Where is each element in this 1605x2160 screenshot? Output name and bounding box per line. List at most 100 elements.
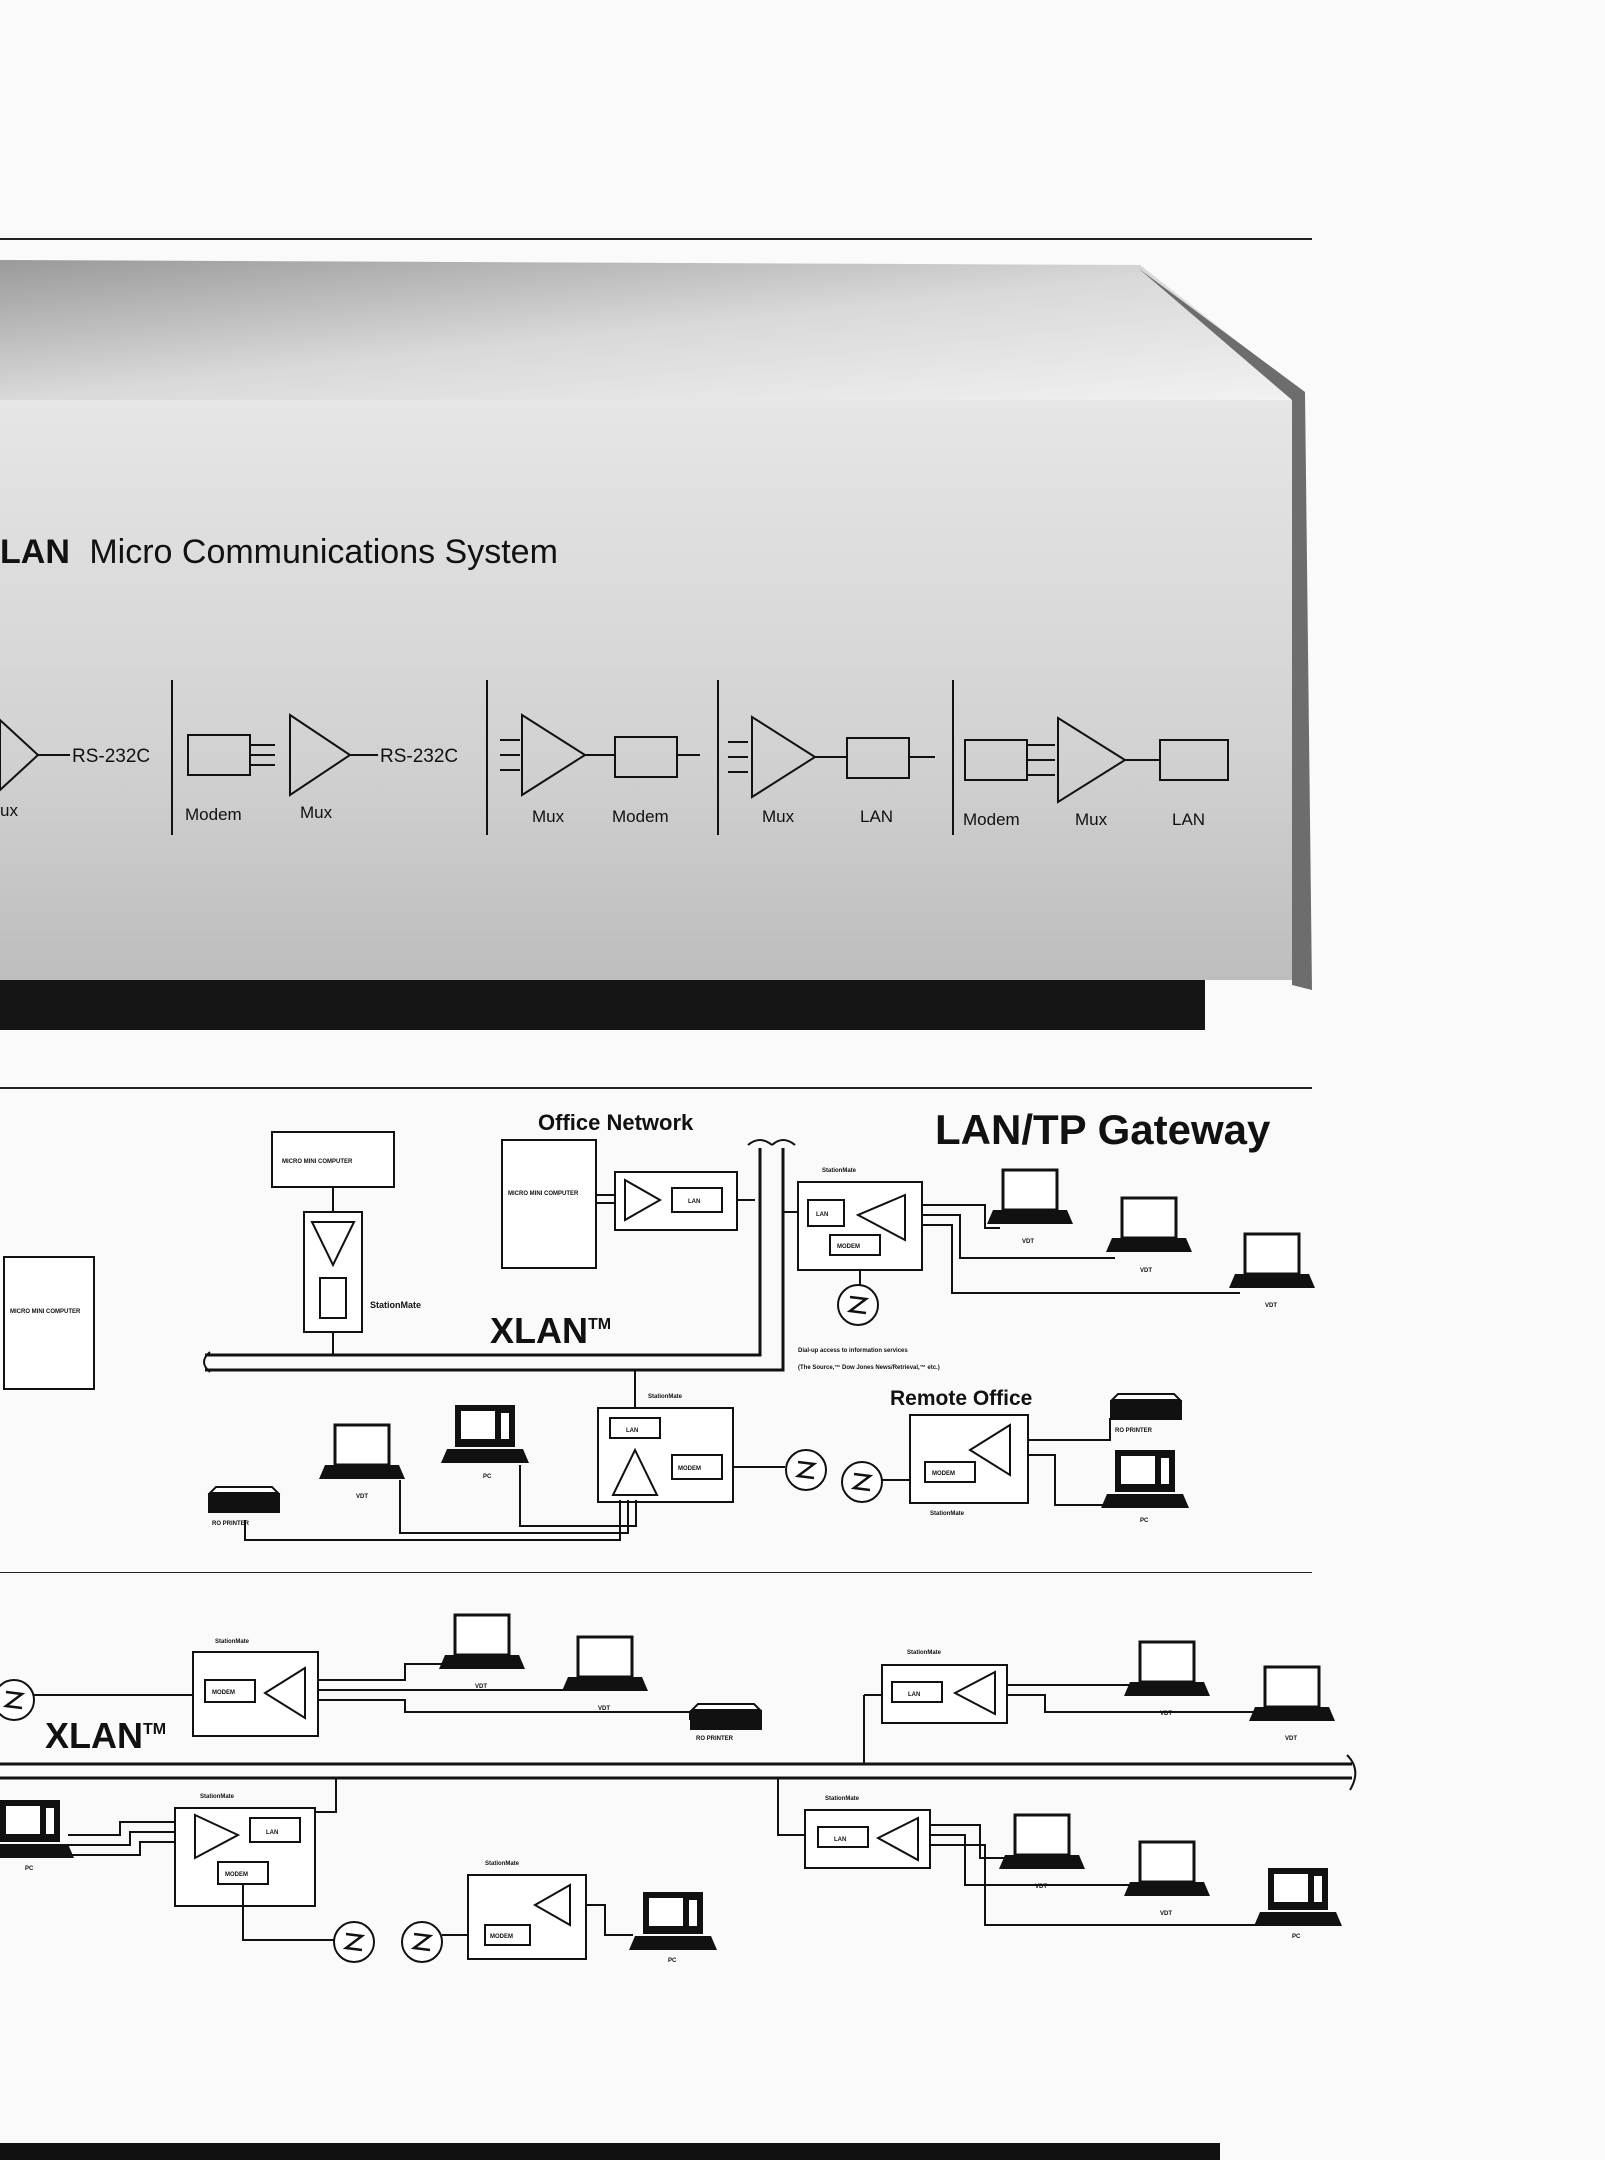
- gateway-xlan-label: XLANTM: [490, 1310, 611, 1351]
- bottom-pc-1: [0, 1800, 74, 1858]
- bottom-left-lightning: [0, 1678, 36, 1722]
- gateway-bottom-rule: [0, 1572, 1312, 1573]
- stationmate-vertical: [303, 1211, 363, 1333]
- bottom-vdt-5: [997, 1813, 1087, 1871]
- bottom-stationmate-4: [467, 1874, 587, 1960]
- bottom-vdt-1: [437, 1613, 527, 1671]
- panel-2: Mux Modem: [500, 713, 700, 826]
- bottom-stationmate-2: [881, 1664, 1008, 1724]
- office-micro-mini: [501, 1139, 597, 1269]
- remote-pc-label: PC: [1140, 1518, 1149, 1524]
- bottom-vdt-6-label: VDT: [1160, 1911, 1172, 1917]
- bottom-sm-5-lan: LAN: [834, 1837, 846, 1843]
- dialup-lightning: [836, 1283, 880, 1327]
- panel-0-link: RS-232C: [72, 746, 150, 767]
- gateway-vdt-1: [985, 1168, 1075, 1226]
- gateway-vdt-3-label: VDT: [1265, 1303, 1277, 1309]
- central-pc: [441, 1405, 529, 1463]
- left-micro-mini-label: MICRO MINI COMPUTER: [10, 1309, 81, 1315]
- xlan-bus-lower: [205, 1148, 785, 1372]
- panel-0: RS-232C ux: [0, 718, 150, 820]
- bottom-sm-5-label: StationMate: [825, 1796, 860, 1802]
- product-title-rest: Micro Communications System: [89, 533, 558, 571]
- micro-mini-top: [271, 1131, 395, 1188]
- panel-0-label-0: ux: [0, 801, 18, 820]
- panel-1-label-0: Modem: [185, 805, 242, 824]
- gateway-stationmate-modem: MODEM: [837, 1244, 860, 1250]
- gateway-vdt-2-label: VDT: [1140, 1268, 1152, 1274]
- xlan-bus-main: [205, 1148, 762, 1357]
- remote-printer: [1109, 1393, 1183, 1421]
- product-title: LAN Micro Communications System: [0, 533, 558, 571]
- bottom-pc-2-label: PC: [668, 1958, 677, 1964]
- gateway-stationmate-label: StationMate: [822, 1168, 857, 1174]
- central-printer: [207, 1486, 281, 1514]
- central-pc-label: PC: [483, 1474, 492, 1480]
- central-vdt: [317, 1423, 407, 1481]
- left-micro-mini: [3, 1256, 95, 1390]
- gateway-stationmate-lan: LAN: [816, 1212, 828, 1218]
- bottom-sm-1-modem: MODEM: [212, 1690, 235, 1696]
- panel-1-link: RS-232C: [380, 746, 458, 767]
- micro-mini-top-label: MICRO MINI COMPUTER: [282, 1159, 353, 1165]
- bottom-sm-2-label: StationMate: [907, 1650, 942, 1656]
- panel-4-label-1: Mux: [1075, 810, 1108, 829]
- remote-stationmate-modem: MODEM: [932, 1471, 955, 1477]
- panel-4: Modem Mux LAN: [963, 716, 1229, 829]
- remote-stationmate: [909, 1414, 1029, 1504]
- bottom-pc-1-label: PC: [25, 1866, 34, 1872]
- bottom-vdt-1-label: VDT: [475, 1684, 487, 1690]
- central-printer-label: RO PRINTER: [212, 1521, 250, 1527]
- gateway-diagram: LAN/TP Gateway Office Network MICRO MINI…: [3, 1106, 1317, 1541]
- remote-printer-label: RO PRINTER: [1115, 1428, 1153, 1434]
- office-micro-mini-label: MICRO MINI COMPUTER: [508, 1191, 579, 1197]
- bottom-pc-3-label: PC: [1292, 1934, 1301, 1940]
- central-lightning: [784, 1448, 828, 1492]
- panel-3-label-1: LAN: [860, 807, 893, 826]
- dialup-line-1: Dial-up access to information services: [798, 1348, 908, 1354]
- central-stationmate-modem: MODEM: [678, 1466, 701, 1472]
- panel-1: RS-232C Modem Mux: [185, 713, 458, 824]
- panel-4-label-2: LAN: [1172, 810, 1205, 829]
- bottom-printer-1-label: RO PRINTER: [696, 1736, 734, 1742]
- bottom-printer-1: [689, 1703, 763, 1731]
- dialup-line-2: (The Source,™ Dow Jones News/Retrieval,™…: [798, 1364, 940, 1371]
- bottom-vdt-2-label: VDT: [598, 1706, 610, 1712]
- central-stationmate-label: StationMate: [648, 1394, 683, 1400]
- product-photo: RS-232C ux RS-232C Modem Mux Mux Modem M…: [0, 260, 1312, 1030]
- bottom-vdt-2: [560, 1635, 650, 1693]
- office-stationmate-lan: LAN: [688, 1199, 700, 1205]
- bottom-pc-2: [629, 1892, 717, 1950]
- remote-lightning: [840, 1460, 884, 1504]
- bottom-sm-4-label: StationMate: [485, 1861, 520, 1867]
- gateway-vdt-3: [1227, 1232, 1317, 1290]
- remote-stationmate-label: StationMate: [930, 1511, 965, 1517]
- bottom-vdt-5-label: VDT: [1035, 1884, 1047, 1890]
- panel-1-label-1: Mux: [300, 803, 333, 822]
- panel-2-label-1: Modem: [612, 807, 669, 826]
- remote-pc: [1101, 1450, 1189, 1508]
- bottom-vdt-3-label: VDT: [1160, 1711, 1172, 1717]
- panel-4-label-0: Modem: [963, 810, 1020, 829]
- bottom-lightning-2: [332, 1920, 376, 1964]
- bottom-sm-1-label: StationMate: [215, 1639, 250, 1645]
- bottom-vdt-4-label: VDT: [1285, 1736, 1297, 1742]
- gateway-vdt-1-label: VDT: [1022, 1239, 1034, 1245]
- bottom-sm-3-modem: MODEM: [225, 1872, 248, 1878]
- chassis-side: [1138, 268, 1312, 990]
- bottom-sm-4-modem: MODEM: [490, 1934, 513, 1940]
- top-rule: [0, 238, 1312, 240]
- central-stationmate-lan: LAN: [626, 1428, 638, 1434]
- panel-2-label-0: Mux: [532, 807, 565, 826]
- bottom-diagram: XLANTM StationMate MODEM VDT VDT RO PRIN…: [0, 1613, 1357, 1964]
- office-network-label: Office Network: [538, 1110, 694, 1135]
- chassis-lid: [0, 260, 1300, 400]
- office-stationmate: [614, 1171, 738, 1231]
- central-vdt-label: VDT: [356, 1494, 368, 1500]
- bottom-pc-3: [1254, 1868, 1342, 1926]
- stationmate-vertical-label: StationMate: [370, 1300, 421, 1310]
- bottom-vdt-3: [1122, 1640, 1212, 1698]
- bottom-vdt-4: [1247, 1665, 1337, 1723]
- gateway-vdt-2: [1104, 1196, 1194, 1254]
